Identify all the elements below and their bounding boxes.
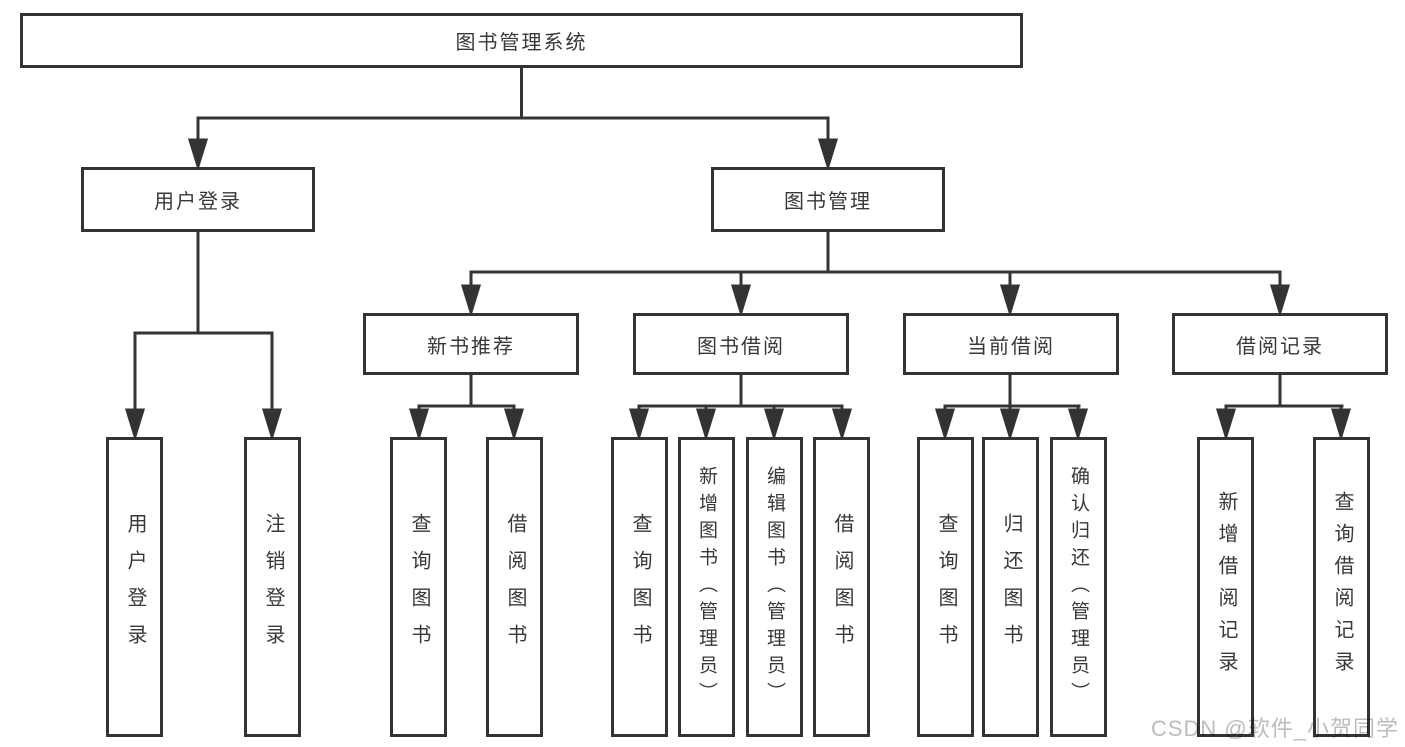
leaf-query-books-borrow: 查询图书 bbox=[611, 437, 668, 737]
node-library-system: 图书管理系统 bbox=[20, 13, 1023, 68]
node-user-login: 用户登录 bbox=[81, 167, 315, 232]
node-new-book-recommend: 新书推荐 bbox=[363, 313, 579, 375]
leaf-query-books-current: 查询图书 bbox=[917, 437, 974, 737]
leaf-logout: 注销登录 bbox=[244, 437, 301, 737]
leaf-return-book: 归还图书 bbox=[982, 437, 1039, 737]
leaf-query-books-recommend: 查询图书 bbox=[390, 437, 447, 737]
leaf-user-login: 用户登录 bbox=[106, 437, 163, 737]
node-borrow-records: 借阅记录 bbox=[1172, 313, 1388, 375]
node-book-management: 图书管理 bbox=[711, 167, 945, 232]
node-current-borrow: 当前借阅 bbox=[903, 313, 1119, 375]
leaf-add-borrow-record: 新增借阅记录 bbox=[1197, 437, 1254, 737]
leaf-query-borrow-record: 查询借阅记录 bbox=[1313, 437, 1370, 737]
leaf-confirm-return-admin: 确认归还（管理员） bbox=[1050, 437, 1107, 737]
leaf-borrow-books-recommend: 借阅图书 bbox=[486, 437, 543, 737]
leaf-add-book-admin: 新增图书（管理员） bbox=[678, 437, 735, 737]
watermark-text: CSDN @软件_小贺同学 bbox=[1150, 716, 1399, 741]
leaf-borrow-books-borrow: 借阅图书 bbox=[813, 437, 870, 737]
node-book-borrow: 图书借阅 bbox=[633, 313, 849, 375]
leaf-edit-book-admin: 编辑图书（管理员） bbox=[746, 437, 803, 737]
